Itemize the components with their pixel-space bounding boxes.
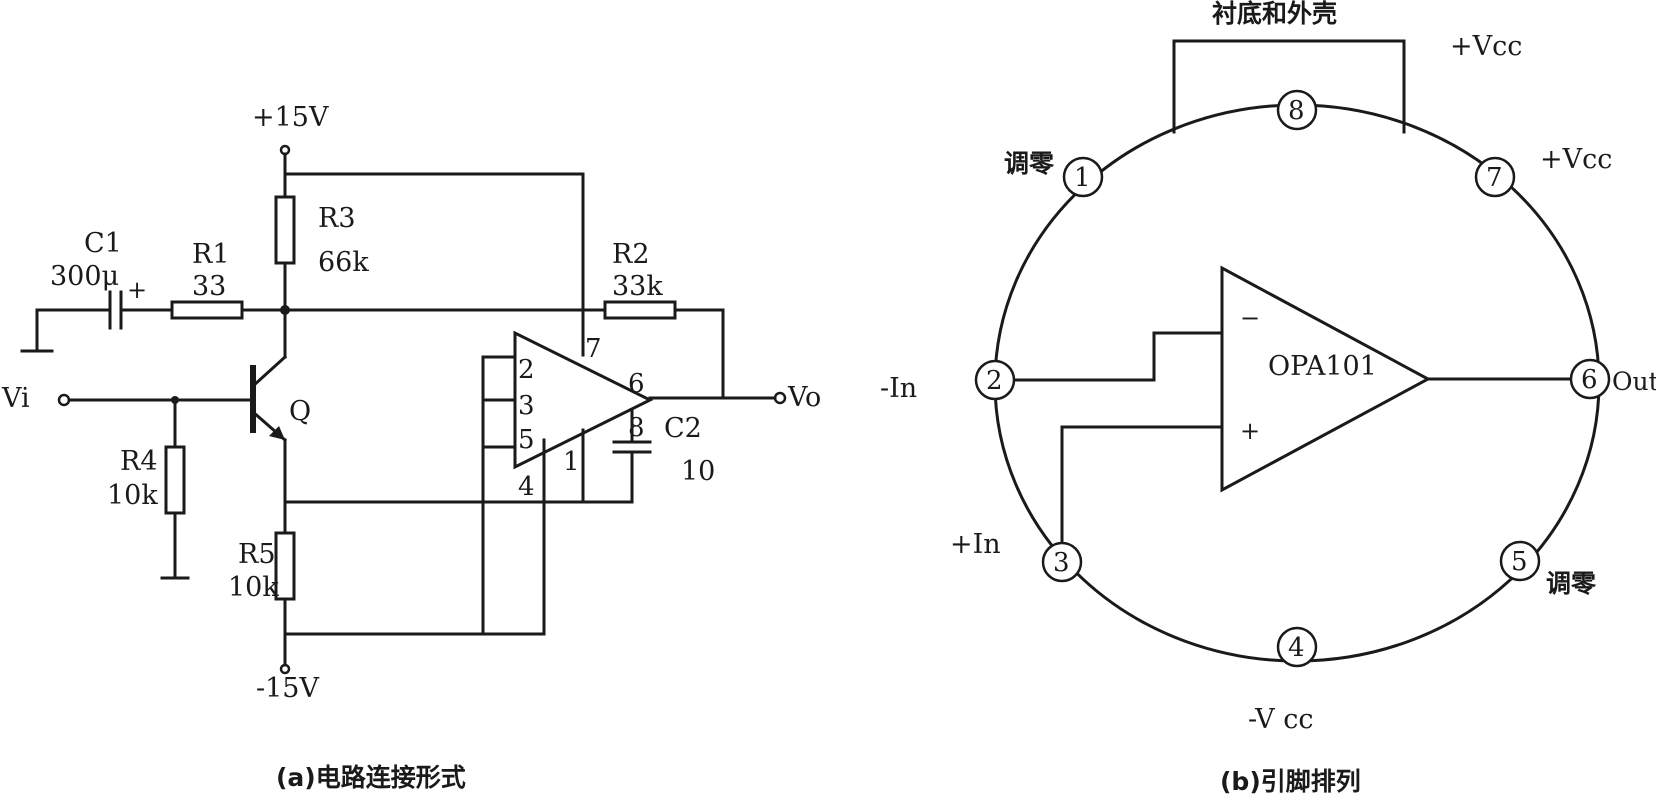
pin-4-label: 4 <box>518 472 535 502</box>
substrate-label: 衬底和外壳 <box>1212 0 1337 28</box>
pin-7-label: +Vcc <box>1540 144 1612 175</box>
input-label: Vi <box>1 383 30 414</box>
chip-name: OPA101 <box>1268 351 1377 382</box>
pin-2-label: -In <box>880 373 917 404</box>
transistor-q-collector <box>250 354 288 389</box>
pin-4: 4 <box>1276 626 1318 668</box>
r2-value: 33k <box>612 271 663 302</box>
c1-polarity: + <box>127 276 147 304</box>
q-name: Q <box>289 396 311 427</box>
pin-6: 6 <box>1569 358 1611 400</box>
output-terminal <box>773 391 787 405</box>
svg-text:3: 3 <box>1053 548 1070 578</box>
circuit-diagram-a: +15V R3 66k C1 300μ + R1 33 R2 33k <box>1 102 821 792</box>
wire-noninverting <box>1060 425 1224 564</box>
caption-a: (a)电路连接形式 <box>276 763 466 792</box>
r1-name: R1 <box>192 239 230 270</box>
resistor-r2 <box>603 300 677 320</box>
r5-value: 10k <box>228 572 279 603</box>
pin-6-label: 6 <box>628 369 645 399</box>
svg-text:6: 6 <box>1581 365 1598 395</box>
c1-name: C1 <box>84 228 122 259</box>
pin-1: 1 <box>1062 156 1104 198</box>
resistor-r3 <box>274 195 296 265</box>
output-label: Vo <box>787 382 821 413</box>
pin-4-label: -V cc <box>1248 704 1313 735</box>
pin-5: 5 <box>1499 540 1541 582</box>
pin-1-label: 调零 <box>1004 149 1055 178</box>
svg-text:2: 2 <box>986 366 1003 396</box>
opamp-symbol <box>1220 265 1432 493</box>
wire-inverting <box>1011 331 1224 382</box>
svg-text:8: 8 <box>1288 96 1305 126</box>
pin-8-label: +Vcc <box>1450 31 1522 62</box>
svg-text:5: 5 <box>1511 547 1528 577</box>
pin-5-label: 调零 <box>1546 569 1597 598</box>
r2-name: R2 <box>612 239 650 270</box>
transistor-q-arrow <box>269 426 285 440</box>
r1-value: 33 <box>192 271 226 302</box>
r4-name: R4 <box>120 446 158 477</box>
pin-8-label: 8 <box>628 413 645 443</box>
pin-3: 3 <box>1041 541 1083 583</box>
c2-name: C2 <box>664 413 702 444</box>
vminus-terminal <box>279 663 291 675</box>
pin-7-label: 7 <box>585 334 602 364</box>
resistor-r1 <box>170 300 244 320</box>
pin-1-label: 1 <box>563 447 580 477</box>
pin-7: 7 <box>1474 156 1516 198</box>
caption-b: (b)引脚排列 <box>1220 767 1361 796</box>
pin-3-label: 3 <box>518 391 535 421</box>
pinout-diagram-b: 衬底和外壳 OPA101 − + 8 1 调零 7 +Vcc +Vcc 2 <box>880 0 1656 796</box>
svg-text:1: 1 <box>1074 163 1091 193</box>
pin-6-label: Out <box>1612 367 1656 396</box>
junction-dot <box>280 305 290 315</box>
vminus-label: -15V <box>256 673 319 704</box>
noninverting-sign: + <box>1240 417 1260 445</box>
pin-2-label: 2 <box>518 355 535 385</box>
substrate-bracket <box>1172 39 1406 134</box>
pin-5-label: 5 <box>518 425 535 455</box>
r5-name: R5 <box>238 539 276 570</box>
c2-value: 10 <box>681 456 715 487</box>
r3-name: R3 <box>318 203 356 234</box>
r3-value: 66k <box>318 247 369 278</box>
svg-text:7: 7 <box>1486 163 1503 193</box>
c1-value: 300μ <box>50 261 119 292</box>
pin-8: 8 <box>1276 89 1318 131</box>
svg-text:4: 4 <box>1288 633 1305 663</box>
pin-3-label: +In <box>950 529 1001 560</box>
pin-2: 2 <box>974 359 1016 401</box>
vplus-label: +15V <box>252 102 329 133</box>
resistor-r4 <box>164 445 186 515</box>
inverting-sign: − <box>1240 304 1260 332</box>
r4-value: 10k <box>107 480 158 511</box>
